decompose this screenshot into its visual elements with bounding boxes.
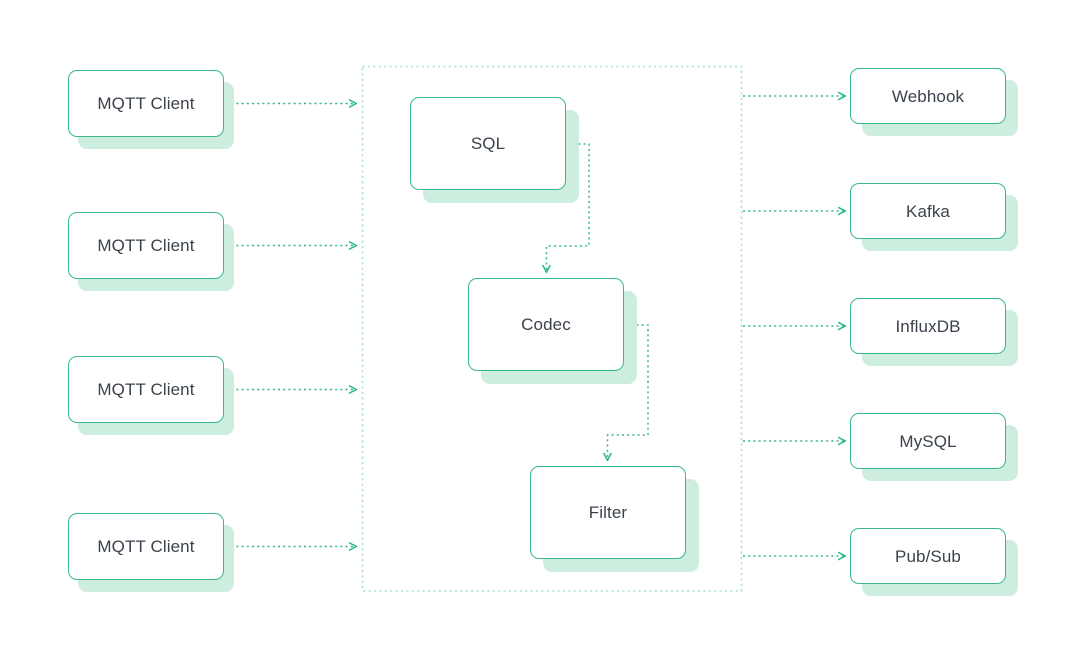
node-client-3[interactable]: MQTT Client (68, 356, 224, 423)
node-stage-filter[interactable]: Filter (530, 466, 686, 559)
node-client-2[interactable]: MQTT Client (68, 212, 224, 279)
node-sink-influxdb[interactable]: InfluxDB (850, 298, 1006, 354)
node-stage-filter-label: Filter (588, 503, 628, 522)
node-sink-mysql-label: MySQL (899, 431, 957, 451)
node-sink-kafka-label: Kafka (906, 201, 950, 221)
node-sink-pubsub-label: Pub/Sub (895, 546, 961, 566)
node-sink-webhook[interactable]: Webhook (850, 68, 1006, 124)
node-client-1-label: MQTT Client (97, 94, 195, 113)
node-sink-pubsub[interactable]: Pub/Sub (850, 528, 1006, 584)
node-stage-sql-label: SQL (470, 134, 506, 153)
node-client-4[interactable]: MQTT Client (68, 513, 224, 580)
node-stage-sql[interactable]: SQL (410, 97, 566, 190)
node-stage-codec-label: Codec (521, 315, 571, 334)
node-client-4-label: MQTT Client (97, 537, 195, 556)
node-sink-mysql[interactable]: MySQL (850, 413, 1006, 469)
node-sink-webhook-label: Webhook (891, 86, 965, 106)
node-stage-codec[interactable]: Codec (468, 278, 624, 371)
node-sink-influxdb-label: InfluxDB (895, 316, 961, 336)
node-client-1[interactable]: MQTT Client (68, 70, 224, 137)
node-client-3-label: MQTT Client (97, 380, 195, 399)
node-sink-kafka[interactable]: Kafka (850, 183, 1006, 239)
node-client-2-label: MQTT Client (97, 236, 195, 255)
